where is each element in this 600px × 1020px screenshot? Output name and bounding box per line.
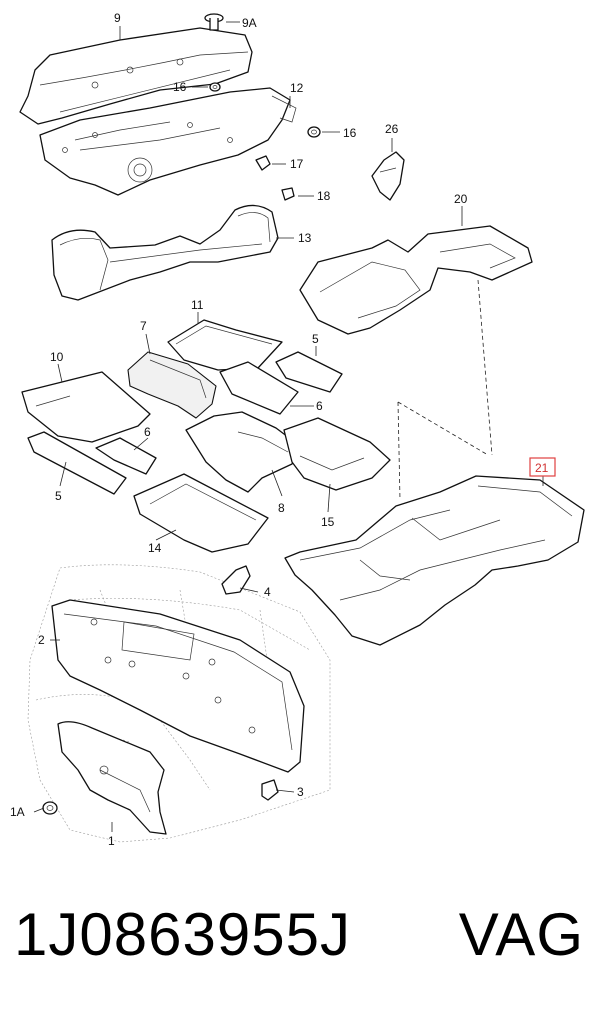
part-6-mat-lower <box>95 437 157 475</box>
guide-line-top <box>397 401 489 456</box>
callout-17: 17 <box>290 157 304 171</box>
parts-diagram: 9 9A 16 12 16 17 18 13 26 20 11 7 5 10 6… <box>10 11 585 848</box>
part-5-mat-upper <box>275 351 343 393</box>
callout-21-highlighted[interactable]: 21 <box>529 457 556 477</box>
part-9a-clip <box>204 13 224 31</box>
part-21-front-floor-carpet <box>284 475 585 646</box>
callout-14: 14 <box>148 541 162 555</box>
footer: 1J0863955J VAG <box>0 895 600 985</box>
callout-6-lower: 6 <box>144 425 151 439</box>
part-16-grommet-upper <box>209 82 221 92</box>
callout-11: 11 <box>191 298 204 312</box>
part-20-rear-floor-carpet <box>299 225 533 335</box>
callout-1a: 1A <box>10 805 25 819</box>
callout-12: 12 <box>290 81 304 95</box>
callout-1: 1 <box>108 834 115 848</box>
part-4-clip <box>221 565 251 595</box>
callout-18: 18 <box>317 189 331 203</box>
callout-5-upper: 5 <box>312 332 319 346</box>
callout-9: 9 <box>114 11 121 25</box>
part-6-mat-upper <box>219 361 299 415</box>
callout-6-upper: 6 <box>316 399 323 413</box>
part-8-tunnel-mat <box>185 411 301 493</box>
part-14-mat <box>133 473 269 553</box>
part-26-bracket <box>371 151 405 201</box>
callout-10: 10 <box>50 350 64 364</box>
part-16-grommet-lower <box>307 126 321 138</box>
guide-line-left <box>397 401 401 501</box>
callout-3: 3 <box>297 785 304 799</box>
callout-26: 26 <box>385 122 399 136</box>
guide-line-right <box>477 279 493 456</box>
callout-16-lower: 16 <box>343 126 357 140</box>
part-7-tunnel-insulation <box>127 351 217 419</box>
callout-13: 13 <box>298 231 312 245</box>
part-10-mat-left <box>21 371 151 443</box>
callout-15: 15 <box>321 515 335 529</box>
part-5-mat-lower <box>27 431 127 495</box>
callout-7: 7 <box>140 319 147 333</box>
part-13-dash-trim <box>51 204 279 301</box>
brand-label: VAG <box>458 901 584 968</box>
callout-2: 2 <box>38 633 45 647</box>
callout-16-upper: 16 <box>173 80 187 94</box>
part-12-bulkhead-panel <box>39 87 297 196</box>
part-1a-grommet <box>42 801 58 815</box>
part-3-clip <box>261 779 279 801</box>
callout-20: 20 <box>454 192 468 206</box>
part-2-hood-insulation <box>51 599 305 773</box>
part-number: 1J0863955J <box>14 901 351 968</box>
callout-9a: 9A <box>242 16 257 30</box>
callout-4: 4 <box>264 585 271 599</box>
callout-5-lower: 5 <box>55 489 62 503</box>
callout-21-label: 21 <box>535 461 549 475</box>
part-1-side-insulation <box>57 721 167 835</box>
part-17-clip <box>255 155 271 171</box>
callout-8: 8 <box>278 501 285 515</box>
part-11-mat <box>167 319 283 371</box>
part-15-mat-right <box>283 417 391 491</box>
leader-lines <box>33 21 544 832</box>
part-18-clip <box>281 187 295 201</box>
